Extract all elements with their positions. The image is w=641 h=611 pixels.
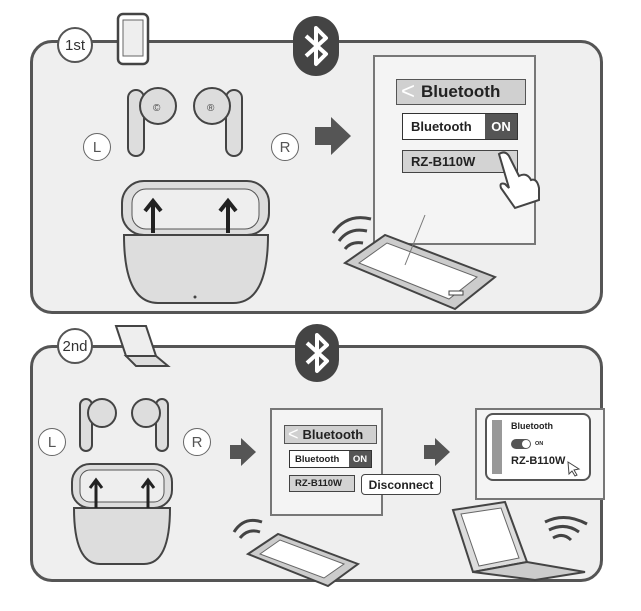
arrow-right-icon — [315, 117, 351, 155]
laptop-with-signal — [451, 500, 588, 582]
bluetooth-toggle-row[interactable]: Bluetooth ON — [289, 450, 372, 468]
header-title: Bluetooth — [421, 82, 501, 101]
bluetooth-icon — [293, 16, 339, 76]
step2-badge: 2nd — [57, 328, 93, 364]
pc-bluetooth-title: Bluetooth — [511, 421, 553, 431]
smartphone-with-signal — [232, 518, 361, 588]
bluetooth-icon — [295, 324, 339, 382]
mouse-cursor-icon — [567, 461, 581, 477]
svg-text:©: © — [153, 103, 161, 114]
header-title: Bluetooth — [302, 427, 364, 442]
device-item-rz-b110w[interactable]: RZ-B110W — [289, 475, 355, 492]
earbuds-illustration: © ® — [127, 87, 243, 157]
back-chevron-icon[interactable]: < — [401, 78, 416, 105]
left-earbud-label: L — [83, 133, 111, 161]
toggle-label: Bluetooth — [295, 453, 340, 465]
left-earbud-label: L — [38, 428, 66, 456]
bluetooth-toggle-row[interactable]: Bluetooth ON — [402, 113, 518, 140]
disconnect-popup[interactable]: Disconnect — [361, 474, 441, 495]
tapping-hand-icon — [497, 151, 540, 210]
toggle-label: Bluetooth — [411, 119, 472, 134]
svg-text:®: ® — [207, 103, 215, 114]
bluetooth-settings-header: < Bluetooth — [284, 424, 377, 444]
panel-sidebar — [492, 420, 502, 474]
bluetooth-settings-header: < Bluetooth — [396, 78, 526, 105]
back-chevron-icon[interactable]: < — [288, 424, 299, 444]
charging-case-illustration — [71, 463, 173, 565]
toggle-on-badge[interactable]: ON — [349, 451, 371, 467]
device-item-rz-b110w[interactable]: RZ-B110W — [402, 150, 518, 173]
step1-badge: 1st — [57, 27, 93, 63]
right-earbud-label: R — [271, 133, 299, 161]
laptop-icon — [114, 325, 171, 367]
smartphone-with-signal — [331, 214, 497, 311]
charging-case-illustration — [121, 180, 270, 304]
smartphone-icon — [116, 12, 150, 66]
toggle-state-label: ON — [535, 441, 544, 447]
toggle-on-badge[interactable]: ON — [485, 114, 517, 139]
earbuds-illustration — [79, 398, 169, 452]
pc-device-item-rz-b110w[interactable]: RZ-B110W — [511, 455, 566, 467]
bluetooth-toggle-switch[interactable] — [511, 439, 531, 449]
arrow-right-icon — [424, 438, 450, 466]
arrow-right-icon — [230, 438, 256, 466]
pc-bluetooth-panel: Bluetooth ON RZ-B110W — [485, 413, 591, 481]
right-earbud-label: R — [183, 428, 211, 456]
